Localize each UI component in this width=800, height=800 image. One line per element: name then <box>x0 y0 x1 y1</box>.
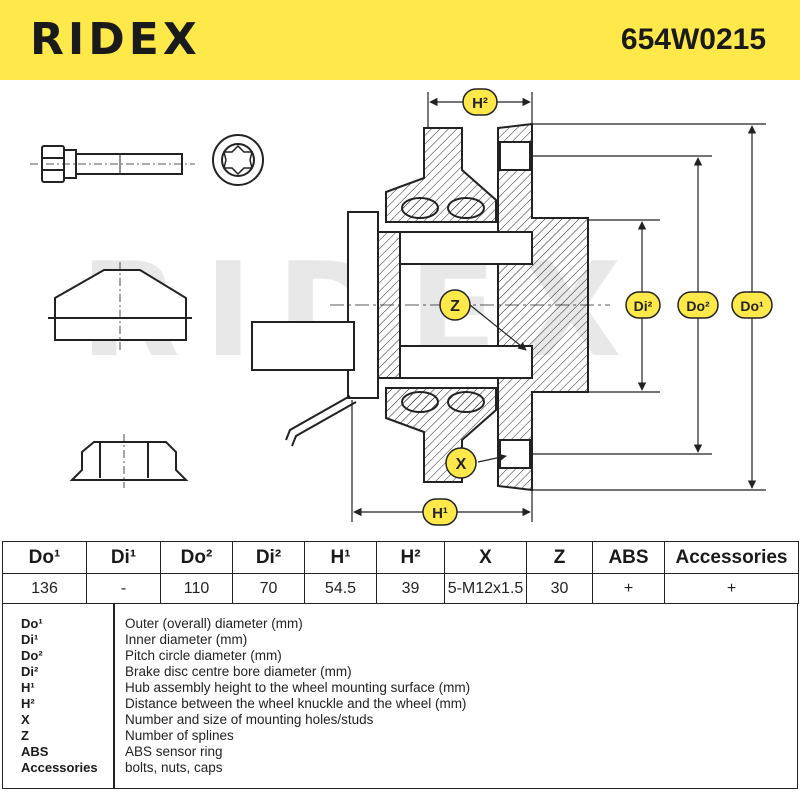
legend-term: X <box>21 712 30 727</box>
label-z: Z <box>439 289 471 321</box>
spec-value-cell: 70 <box>232 573 305 604</box>
bolt-drawing <box>30 145 195 183</box>
legend-description: bolts, nuts, caps <box>125 760 223 775</box>
spec-header-cell: Di¹ <box>86 541 161 574</box>
spec-table: Do¹ Di¹ Do² Di² H¹ H² X Z ABS Accessorie… <box>2 541 799 604</box>
legend-row: Accessories bolts, nuts, caps <box>3 760 797 776</box>
legend-description: ABS sensor ring <box>125 744 223 759</box>
legend-term: Do¹ <box>21 616 43 631</box>
legend-row: X Number and size of mounting holes/stud… <box>3 712 797 728</box>
svg-text:H²: H² <box>472 95 488 112</box>
spec-value-cell: 5-M12x1.5 <box>444 573 527 604</box>
spec-value-cell: 110 <box>160 573 233 604</box>
legend-divider <box>113 604 115 788</box>
spec-value-cell: 30 <box>526 573 593 604</box>
label-do1: Do¹ <box>731 291 773 319</box>
spec-header-cell: Z <box>526 541 593 574</box>
svg-text:Di²: Di² <box>634 298 653 314</box>
legend-description: Hub assembly height to the wheel mountin… <box>125 680 471 695</box>
label-do2: Do² <box>677 291 719 319</box>
label-di2: Di² <box>625 291 661 319</box>
legend-description: Distance between the wheel knuckle and t… <box>125 696 467 711</box>
spec-header-cell: Di² <box>232 541 305 574</box>
spec-header-cell: Do¹ <box>2 541 87 574</box>
legend-row: Z Number of splines <box>3 728 797 744</box>
spec-value-row: 136 - 110 70 54.5 39 5-M12x1.5 30 + + <box>2 573 799 604</box>
legend-row: Di² Brake disc centre bore diameter (mm) <box>3 664 797 680</box>
svg-text:Do¹: Do¹ <box>740 298 764 314</box>
label-x: X <box>445 447 477 479</box>
legend-row: Di¹ Inner diameter (mm) <box>3 632 797 648</box>
technical-drawing: H² H¹ Z X Di² Do² Do¹ <box>30 88 773 526</box>
hub-assembly-drawing <box>251 122 610 492</box>
nut-drawing <box>69 434 189 488</box>
legend-description: Outer (overall) diameter (mm) <box>125 616 303 631</box>
spec-header-cell: X <box>444 541 527 574</box>
legend-term: Di² <box>21 664 39 679</box>
spec-value-cell: + <box>664 573 799 604</box>
legend-description: Pitch circle diameter (mm) <box>125 648 282 663</box>
legend-description: Number of splines <box>125 728 234 743</box>
spec-header-row: Do¹ Di¹ Do² Di² H¹ H² X Z ABS Accessorie… <box>2 541 799 574</box>
spec-header-cell: H² <box>376 541 445 574</box>
svg-text:Z: Z <box>450 298 460 315</box>
spec-value-cell: 136 <box>2 573 87 604</box>
spec-value-cell: 54.5 <box>304 573 377 604</box>
legend-term: Do² <box>21 648 43 663</box>
legend-row: H² Distance between the wheel knuckle an… <box>3 696 797 712</box>
spec-header-cell: H¹ <box>304 541 377 574</box>
legend-description: Number and size of mounting holes/studs <box>125 712 374 727</box>
header-bar: RIDEX 654W0215 <box>0 0 800 80</box>
spec-value-cell: + <box>592 573 665 604</box>
legend-row: H¹ Hub assembly height to the wheel moun… <box>3 680 797 696</box>
svg-text:H¹: H¹ <box>432 505 448 522</box>
legend-term: H² <box>21 696 35 711</box>
label-h2: H² <box>462 88 498 116</box>
legend-term: Z <box>21 728 29 743</box>
legend-row: Do² Pitch circle diameter (mm) <box>3 648 797 664</box>
dust-cap-drawing <box>48 262 192 350</box>
brand-logo: RIDEX <box>30 14 201 65</box>
legend-term: H¹ <box>21 680 35 695</box>
svg-text:Do²: Do² <box>686 298 710 314</box>
legend-term: Di¹ <box>21 632 39 647</box>
spec-header-cell: Do² <box>160 541 233 574</box>
label-h1: H¹ <box>422 498 458 526</box>
spec-header-cell: Accessories <box>664 541 799 574</box>
part-number: 654W0215 <box>620 23 766 56</box>
bolt-head-drawing <box>212 134 264 186</box>
svg-text:X: X <box>456 456 467 473</box>
legend-term: ABS <box>21 744 49 759</box>
spec-value-cell: - <box>86 573 161 604</box>
spec-header-cell: ABS <box>592 541 665 574</box>
legend-row: Do¹ Outer (overall) diameter (mm) <box>3 616 797 632</box>
legend-box: Do¹ Outer (overall) diameter (mm) Di¹ In… <box>2 604 798 789</box>
legend-row: ABS ABS sensor ring <box>3 744 797 760</box>
spec-value-cell: 39 <box>376 573 445 604</box>
legend-description: Inner diameter (mm) <box>125 632 248 647</box>
legend-description: Brake disc centre bore diameter (mm) <box>125 664 352 679</box>
legend-term: Accessories <box>21 760 98 775</box>
